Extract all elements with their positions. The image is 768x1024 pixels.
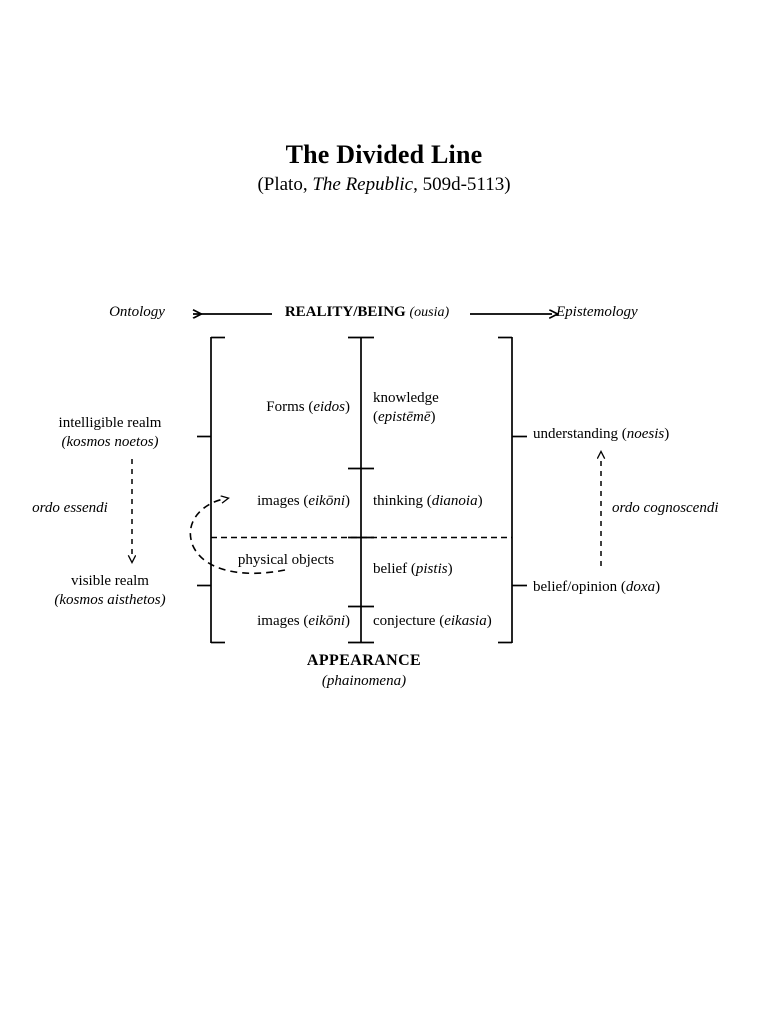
ordo-cognoscendi-label: ordo cognoscendi — [612, 500, 719, 516]
ordo-essendi-label: ordo essendi — [32, 500, 108, 516]
segment-knowledge-greek-line: (epistēmē) — [373, 409, 436, 426]
segment-thinking-close: ) — [477, 493, 483, 509]
segment-images-lower-close: ) — [345, 613, 350, 629]
segment-images-lower-text: images ( — [257, 613, 309, 629]
epistemology-bracket — [498, 336, 527, 644]
belief-opinion-greek: doxa — [625, 579, 656, 595]
segment-belief-close: ) — [447, 561, 453, 577]
intelligible-realm-greek: (kosmos noetos) — [61, 434, 159, 451]
understanding-greek: noesis — [626, 426, 665, 442]
belief-opinion-close: ) — [655, 579, 661, 595]
citation-suffix: , 509d-5113) — [413, 174, 511, 195]
segment-conjecture-greek: eikasia — [444, 613, 487, 629]
intelligible-realm-label: intelligible realm (kosmos noetos) — [20, 414, 200, 452]
page-title: The Divided Line — [285, 140, 483, 169]
understanding-close: ) — [664, 426, 670, 442]
segment-physical-objects: physical objects — [237, 552, 335, 568]
citation-work: The Republic — [312, 174, 414, 195]
segment-images-upper-greek: eikōni — [308, 493, 345, 509]
segment-belief-text: belief ( — [373, 561, 416, 577]
segment-conjecture-text: conjecture ( — [373, 613, 445, 629]
segment-images-upper-text: images ( — [257, 493, 309, 509]
visible-realm-label: visible realm (kosmos aisthetos) — [20, 572, 200, 610]
segment-images-lower-greek: eikōni — [308, 613, 345, 629]
segment-forms-greek: eidos — [313, 399, 345, 415]
header-reality-being-label: REALITY/BEING (ousia) — [262, 304, 472, 321]
segment-conjecture: conjecture (eikasia) — [373, 612, 538, 631]
understanding-text: understanding ( — [533, 426, 627, 442]
appearance-greek-label: (phainomena) — [321, 673, 407, 689]
header-epistemology-label: Epistemology — [556, 304, 638, 320]
segment-conjecture-close: ) — [486, 613, 492, 629]
segment-thinking: thinking (dianoia) — [373, 492, 538, 511]
header-ontology-label: Ontology — [109, 304, 165, 320]
segment-images-upper: images (eikōni) — [222, 492, 350, 511]
segment-belief: belief (pistis) — [373, 560, 533, 579]
belief-opinion-text: belief/opinion ( — [533, 579, 626, 595]
visible-realm-greek: (kosmos aisthetos) — [54, 592, 166, 609]
visible-realm-text: visible realm — [71, 573, 149, 589]
segment-images-lower: images (eikōni) — [222, 612, 350, 631]
segment-thinking-greek: dianoia — [431, 493, 478, 509]
segment-knowledge-greek: epistēmē — [378, 409, 431, 426]
segment-belief-greek: pistis — [415, 561, 448, 577]
divided-line-axis — [348, 336, 374, 644]
understanding-label: understanding (noesis) — [533, 425, 753, 444]
page-subtitle: (Plato, The Republic, 509d-5113) — [0, 174, 768, 196]
segment-knowledge: knowledge (epistēmē) — [373, 389, 533, 427]
citation-prefix: (Plato, — [257, 174, 313, 195]
segment-forms-close: ) — [345, 399, 350, 415]
reality-being-greek: (ousia) — [409, 305, 450, 320]
appearance-label: APPEARANCE — [306, 652, 422, 669]
segment-knowledge-text: knowledge — [373, 390, 439, 406]
segment-thinking-text: thinking ( — [373, 493, 432, 509]
intelligible-realm-text: intelligible realm — [58, 415, 162, 431]
ontology-bracket — [197, 336, 225, 644]
belief-opinion-label: belief/opinion (doxa) — [533, 578, 753, 597]
segment-images-upper-close: ) — [345, 493, 350, 509]
segment-forms-text: Forms ( — [266, 399, 314, 415]
reality-being-text: REALITY/BEING — [284, 304, 406, 320]
segment-forms: Forms (eidos) — [222, 398, 350, 417]
